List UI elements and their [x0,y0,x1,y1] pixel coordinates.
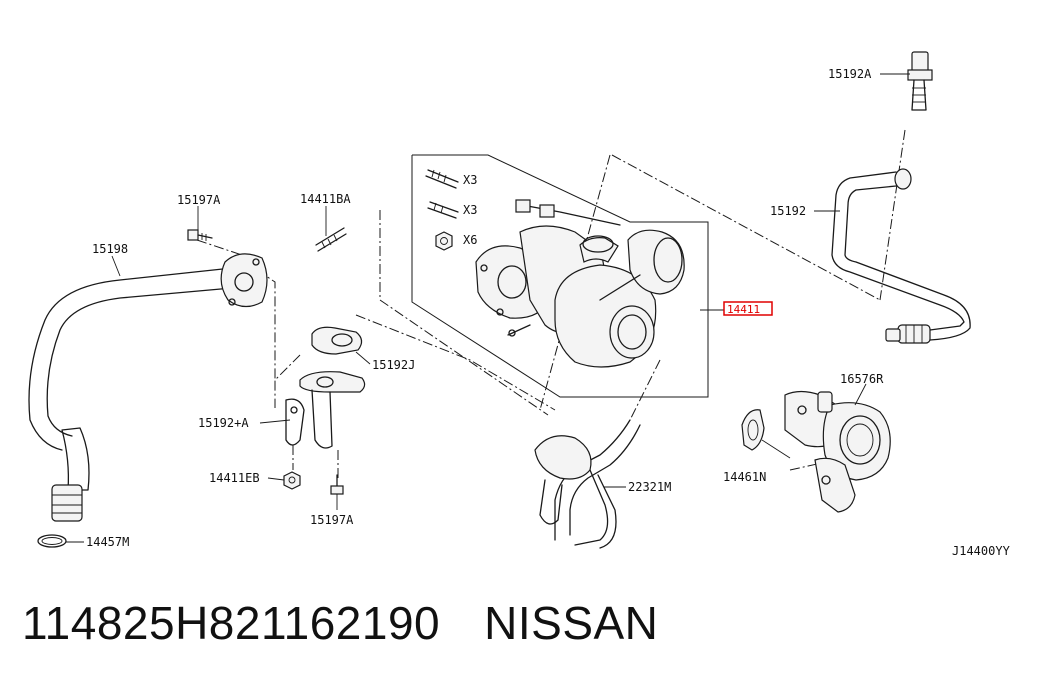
nut-14411eb [283,471,301,490]
callout-14457m: 14457M [86,535,129,549]
turbo-assembly-frame [411,154,709,398]
callout-15192j: 15192J [372,358,415,372]
callout-14411: 14411 [727,303,760,316]
callout-22321m: 22321M [628,480,671,494]
callout-x3-b: X3 [463,203,477,217]
pipe-15192 [831,168,971,344]
banjo-bolt-15192a [907,51,933,111]
flange-15198 [220,253,268,308]
hose-clamp-bottom [51,484,83,522]
brand-name: NISSAN [484,597,659,649]
callout-x3-a: X3 [463,173,477,187]
oring-14457m [37,534,67,548]
callout-16576r: 16576R [840,372,884,386]
hardware-studs [425,169,459,251]
leader-lines [66,73,910,543]
pipe-15198 [28,267,233,522]
gasket-14461n [741,409,791,459]
stud-14411ba [315,227,347,252]
callout-x6: X6 [463,233,477,247]
callout-14461n: 14461N [723,470,766,484]
hose-22321m [534,419,641,549]
caption: 114825H821162190 NISSAN [22,596,658,660]
callout-15198: 15198 [92,242,128,256]
callout-14411eb: 14411EB [209,471,260,485]
throttle-body-16576r [784,390,891,513]
bolt-15197a-bottom [330,474,344,495]
gasket-15192j [311,326,363,355]
callout-14411ba: 14411BA [300,192,351,206]
part-number: 114825H821162190 [22,597,441,649]
highlight-box-14411 [723,301,773,316]
callout-15192pa: 15192+A [198,416,249,430]
callout-labels: 15192A 15192 15197A 14411BA 15198 X3 X3 … [86,67,1011,558]
fitting-15192pa [285,371,366,449]
callout-15192a: 15192A [828,67,872,81]
callout-15192: 15192 [770,204,806,218]
callout-15197a-bottom: 15197A [310,513,354,527]
diagram-code: J14400YY [952,544,1011,558]
bolt-15197a-top [187,229,213,241]
callout-15197a-top: 15197A [177,193,221,207]
turbocharger-14411 [475,199,685,368]
